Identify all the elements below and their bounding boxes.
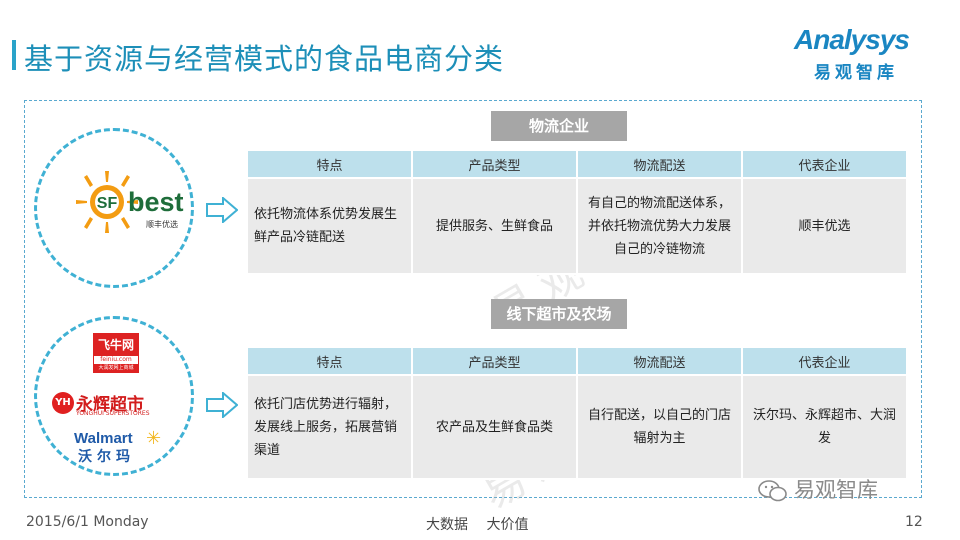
table-row: 依托物流体系优势发展生鲜产品冷链配送 提供服务、生鲜食品 有自己的物流配送体系，… bbox=[246, 177, 908, 275]
content-frame bbox=[24, 100, 922, 498]
page-title: 基于资源与经营模式的食品电商分类 bbox=[24, 42, 505, 76]
yonghui-name: 永辉超市 bbox=[76, 395, 144, 415]
feiniu-domain: feiniu.com bbox=[100, 356, 132, 363]
footer-date: 2015/6/1 Monday bbox=[26, 514, 149, 530]
title-accent-bar bbox=[12, 40, 16, 70]
right-arrow-icon bbox=[206, 197, 238, 223]
right-arrow-icon bbox=[206, 392, 238, 418]
logo-cn: 易观智库 bbox=[814, 63, 898, 83]
cell-product-type: 提供服务、生鲜食品 bbox=[411, 177, 578, 275]
header-cell: 特点 bbox=[246, 149, 413, 179]
feiniu-name: 飞牛网 bbox=[94, 334, 138, 356]
header-cell: 代表企业 bbox=[741, 149, 908, 179]
table-header-row: 特点 产品类型 物流配送 代表企业 bbox=[246, 346, 908, 376]
wechat-watermark: 易观智库 bbox=[758, 474, 878, 504]
logo-word: Analysys bbox=[794, 24, 910, 55]
cell-representative: 顺丰优选 bbox=[741, 177, 908, 275]
header-cell: 物流配送 bbox=[576, 346, 743, 376]
header-cell: 产品类型 bbox=[411, 149, 578, 179]
yonghui-sub: YONGHUI SUPERSTORES bbox=[76, 410, 150, 417]
yonghui-badge: YH bbox=[52, 392, 74, 414]
walmart-logo: Walmart ✳ 沃尔玛 bbox=[74, 428, 164, 465]
header-cell: 特点 bbox=[246, 346, 413, 376]
sf-best-word: best bbox=[128, 187, 184, 217]
section-label-logistics: 物流企业 bbox=[491, 111, 627, 141]
header-cell: 产品类型 bbox=[411, 346, 578, 376]
cell-delivery: 有自己的物流配送体系，并依托物流优势大力发展自己的冷链物流 bbox=[576, 177, 743, 275]
header-cell: 物流配送 bbox=[576, 149, 743, 179]
svg-text:SF: SF bbox=[97, 195, 118, 212]
table-logistics: 特点 产品类型 物流配送 代表企业 依托物流体系优势发展生鲜产品冷链配送 提供服… bbox=[246, 149, 908, 275]
sf-best-logo: SF best 顺丰优选 bbox=[72, 165, 192, 243]
feiniu-logo: 飞牛网 feiniu.com 大润发网上商城 bbox=[93, 333, 139, 373]
walmart-word: Walmart bbox=[74, 430, 133, 447]
table-supermarket: 特点 产品类型 物流配送 代表企业 依托门店优势进行辐射，发展线上服务，拓展营销… bbox=[246, 346, 908, 480]
wechat-name: 易观智库 bbox=[794, 478, 878, 502]
walmart-cn: 沃尔玛 bbox=[78, 449, 135, 465]
cell-feature: 依托物流体系优势发展生鲜产品冷链配送 bbox=[246, 177, 413, 275]
walmart-spark-icon: ✳ bbox=[146, 428, 162, 449]
cell-representative: 沃尔玛、永辉超市、大润发 bbox=[741, 374, 908, 480]
sf-best-sub: 顺丰优选 bbox=[146, 220, 178, 229]
yonghui-logo: YH 永辉超市 YONGHUI SUPERSTORES bbox=[52, 390, 152, 417]
feiniu-slogan: 大润发网上商城 bbox=[94, 364, 138, 372]
sun-icon: SF bbox=[76, 171, 138, 233]
footer-slogan: 大数据 大价值 bbox=[426, 517, 529, 533]
wechat-icon bbox=[758, 480, 787, 502]
page-number: 12 bbox=[905, 514, 923, 530]
header-cell: 代表企业 bbox=[741, 346, 908, 376]
cell-feature: 依托门店优势进行辐射，发展线上服务，拓展营销渠道 bbox=[246, 374, 413, 480]
brand-circle-logistics bbox=[34, 128, 194, 288]
section-label-supermarket: 线下超市及农场 bbox=[491, 299, 627, 329]
cell-product-type: 农产品及生鲜食品类 bbox=[411, 374, 578, 480]
table-header-row: 特点 产品类型 物流配送 代表企业 bbox=[246, 149, 908, 179]
analysys-logo: Analysys 易观智库 bbox=[794, 24, 934, 84]
table-row: 依托门店优势进行辐射，发展线上服务，拓展营销渠道 农产品及生鲜食品类 自行配送，… bbox=[246, 374, 908, 480]
cell-delivery: 自行配送，以自己的门店辐射为主 bbox=[576, 374, 743, 480]
